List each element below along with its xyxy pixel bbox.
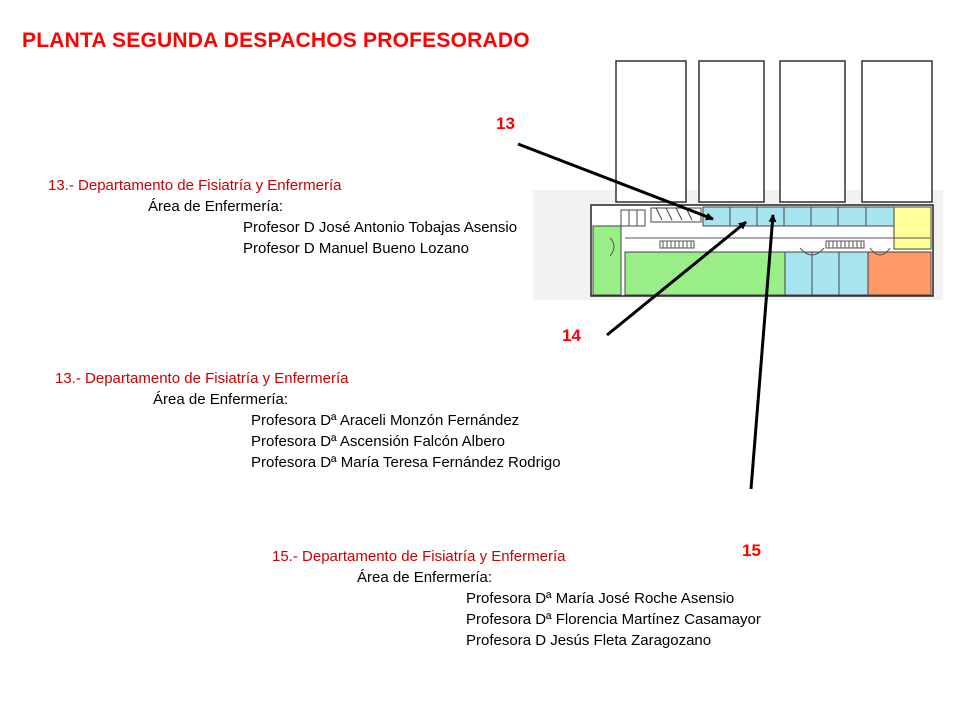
wing-block — [698, 60, 765, 203]
professor-name: Profesor D Manuel Bueno Lozano — [243, 240, 469, 257]
department-name: 13.- Departamento de Fisiatría y Enferme… — [48, 177, 342, 194]
page-title: PLANTA SEGUNDA DESPACHOS PROFESORADO — [22, 29, 530, 52]
small-room — [620, 209, 646, 227]
department-name: 13.- Departamento de Fisiatría y Enferme… — [55, 370, 349, 387]
office-row-bottom — [784, 251, 869, 296]
office-room — [783, 206, 812, 227]
professor-name: Profesora Dª María Teresa Fernández Rodr… — [251, 454, 561, 471]
department-name: 15.- Departamento de Fisiatría y Enferme… — [272, 548, 566, 565]
wing-block — [861, 60, 933, 203]
arrow-13 — [517, 142, 714, 221]
office-row-top — [702, 206, 895, 227]
professor-name: Profesora Dª María José Roche Asensio — [466, 590, 735, 607]
office-room — [811, 251, 840, 296]
yellow-room — [893, 206, 932, 250]
arrow-15 — [749, 214, 777, 490]
office-group-13: 13.- Departamento de Fisiatría y Enferme… — [48, 175, 517, 259]
pointer-arrows — [517, 142, 777, 490]
green-room — [624, 251, 786, 296]
green-room — [592, 225, 622, 296]
office-room — [756, 206, 785, 227]
office-group-15: 15.- Departamento de Fisiatría y Enferme… — [272, 546, 761, 651]
professor-name: Profesora Dª Florencia Martínez Casamayo… — [466, 611, 761, 628]
office-room — [784, 251, 813, 296]
wing-block — [615, 60, 687, 203]
professor-name: Profesora Dª Araceli Monzón Fernández — [251, 412, 520, 429]
office-room — [865, 206, 895, 227]
marker-14: 14 — [562, 326, 581, 345]
office-group-14: 13.- Departamento de Fisiatría y Enferme… — [55, 368, 561, 473]
professor-name: Profesora Dª Ascensión Falcón Albero — [251, 433, 506, 450]
green-rooms — [592, 225, 786, 296]
building-wings — [615, 60, 933, 203]
area-name: Área de Enfermería: — [357, 569, 493, 586]
corridor-details — [609, 237, 930, 257]
area-name: Área de Enfermería: — [148, 198, 284, 215]
office-room — [837, 206, 867, 227]
office-room — [810, 206, 839, 227]
office-room — [838, 251, 869, 296]
professor-name: Profesor D José Antonio Tobajas Asensio — [243, 219, 518, 236]
professor-name: Profesora D Jesús Fleta Zaragozano — [466, 632, 712, 649]
arrow-14 — [606, 220, 747, 337]
wing-block — [779, 60, 846, 203]
stair-block — [659, 240, 695, 249]
marker-13: 13 — [496, 114, 515, 133]
marker-15: 15 — [742, 541, 761, 560]
area-name: Área de Enfermería: — [153, 391, 289, 408]
orange-room — [867, 251, 932, 296]
